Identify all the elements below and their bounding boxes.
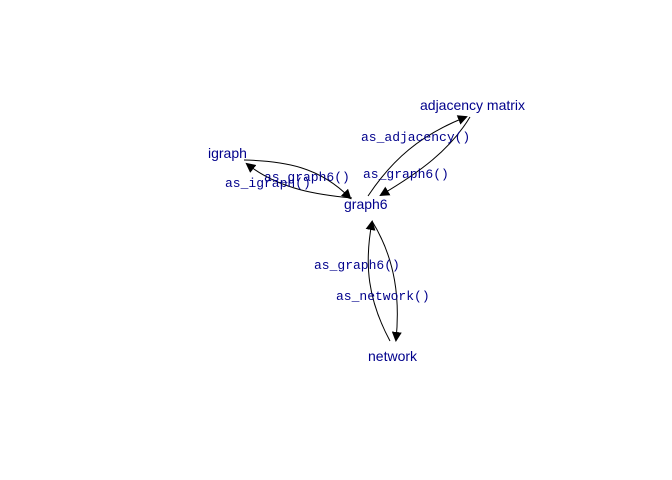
node-adjacency-matrix: adjacency matrix (420, 97, 525, 113)
node-network: network (368, 348, 418, 364)
edge-label-graph6-to-network: as_network() (336, 289, 430, 304)
edge-graph6-to-adjacency (367, 115, 468, 197)
edge-adjacency-to-graph6 (379, 116, 471, 197)
edge-network-to-graph6 (365, 220, 391, 342)
node-graph6: graph6 (344, 196, 388, 212)
edge-graph6-to-network (371, 220, 402, 342)
edge-igraph-to-graph6 (243, 159, 352, 200)
edge-label-adjacency-to-graph6: as_graph6() (363, 167, 449, 182)
edge-label-graph6-to-igraph: as_igraph() (225, 176, 311, 191)
edge-label-igraph-to-graph6: as_graph6() (264, 170, 350, 185)
edge-label-graph6-to-adjacency: as_adjacency() (361, 130, 470, 145)
node-igraph: igraph (208, 145, 247, 161)
edge-label-network-to-graph6: as_graph6() (314, 258, 400, 273)
